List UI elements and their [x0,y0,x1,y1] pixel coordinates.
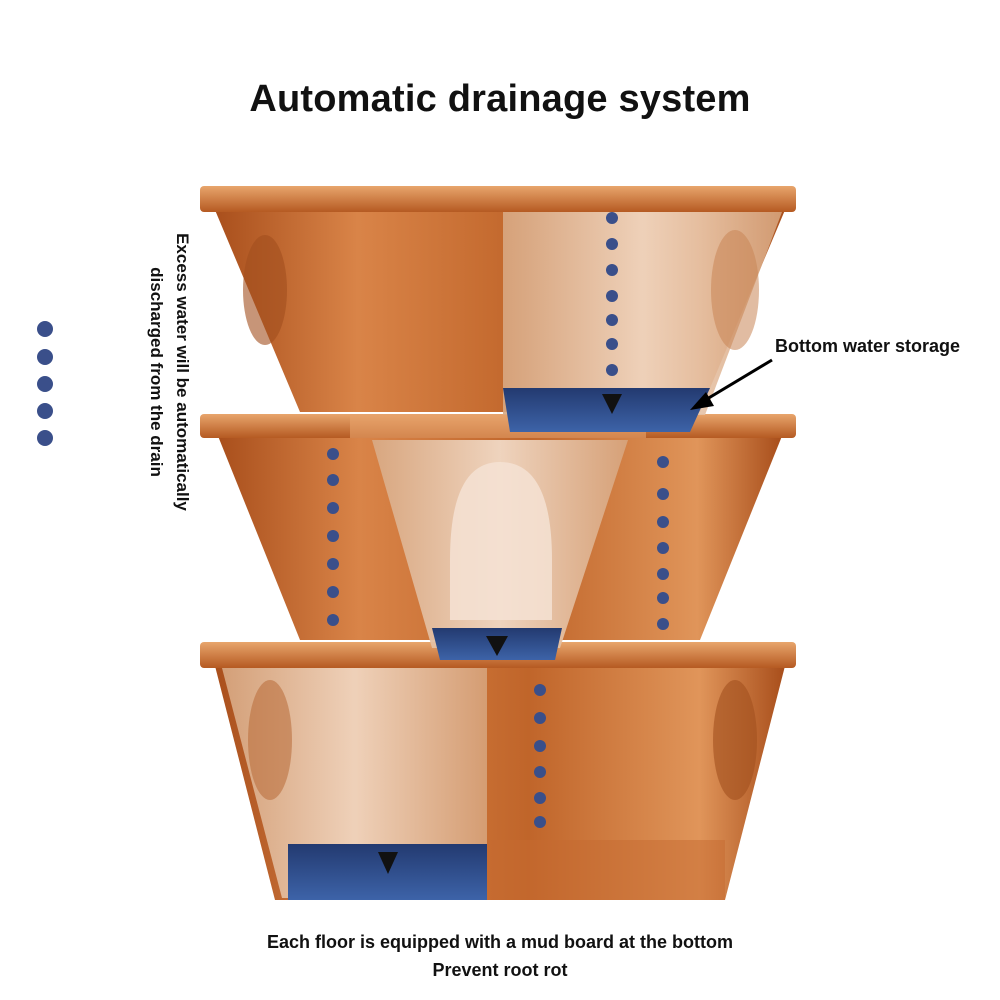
water-storage-label: Bottom water storage [775,336,961,356]
bottom-tier [200,642,796,900]
drainage-drops [327,212,669,828]
top-tier [200,186,796,432]
callout-arrow [690,358,773,410]
top-water-reservoir [503,388,710,432]
caption: Each floor is equipped with a mud board … [0,928,1000,984]
middle-tier [200,414,796,660]
caption-line-1: Each floor is equipped with a mud board … [266,932,733,952]
diagram-title: Automatic drainage system [249,78,751,120]
legend-drops [37,321,53,446]
caption-line-2: Prevent root rot [432,960,568,980]
